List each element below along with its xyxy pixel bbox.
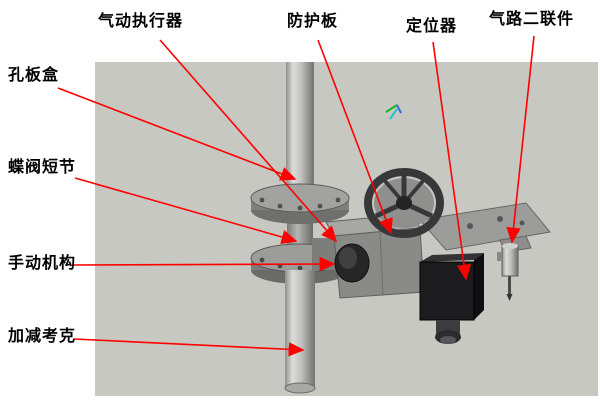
label-manual-operator: 手动机构 [8,255,77,272]
label-orifice-box: 孔板盒 [8,67,60,84]
cad-viewport [95,62,598,396]
label-drain-cock: 加减考克 [8,328,77,345]
label-butterfly-valve-spool: 蝶阀短节 [8,159,77,176]
label-positioner: 定位器 [406,18,458,35]
label-air-service-unit: 气路二联件 [489,11,575,28]
label-guard-plate: 防护板 [287,13,339,30]
label-pneumatic-actuator: 气动执行器 [98,13,184,30]
